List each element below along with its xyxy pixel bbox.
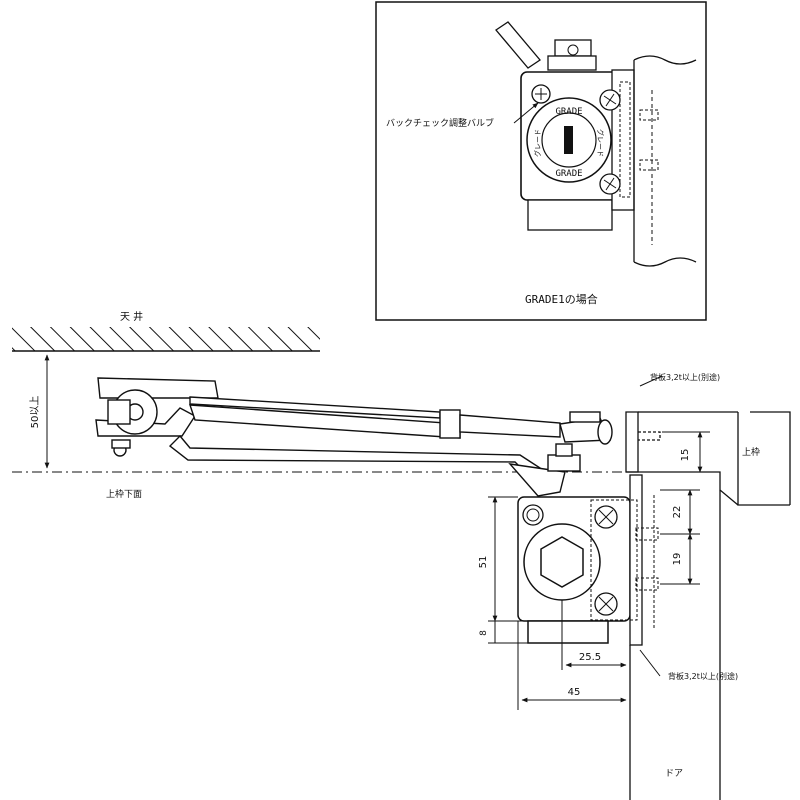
dim-25-5-45 <box>517 600 631 710</box>
dim-22: 22 <box>672 506 683 519</box>
dial-kana-left: グレード <box>533 129 542 157</box>
ceiling-label: 天 井 <box>120 310 143 323</box>
inset-frame <box>375 1 707 321</box>
arm-knuckle <box>508 463 566 497</box>
dim-15: 15 <box>662 431 710 473</box>
closer-body <box>517 496 631 644</box>
inset-nut <box>554 39 592 57</box>
ceiling: 天 井 <box>12 310 320 352</box>
inset-door-section <box>633 55 697 267</box>
inset-screw-icon <box>531 84 551 104</box>
dim-8: 8 <box>479 630 489 636</box>
dim-19: 19 <box>672 553 683 566</box>
valve-label: バックチェック調整バルブ <box>386 117 494 129</box>
main-arm-link <box>97 377 219 399</box>
plate-note-top: 背板3,2t以上(別途) <box>650 372 720 382</box>
closer-spindle-circle <box>523 523 601 601</box>
dim-25-5: 25.5 <box>579 652 601 663</box>
dim-45: 45 <box>568 687 581 698</box>
dial-grade-bottom: GRADE <box>555 169 582 179</box>
inset-screw-icon <box>599 89 621 111</box>
screw-icon <box>522 504 544 526</box>
inset-arm <box>495 21 541 69</box>
valve-leader <box>513 102 539 124</box>
dim-ceiling-clearance-text: 50以上 <box>29 396 41 429</box>
dim-22-19 <box>660 489 700 585</box>
door-label: ドア <box>665 769 683 779</box>
dial-grade-top: GRADE <box>555 107 582 117</box>
dim-51: 51 <box>478 556 489 569</box>
door <box>629 490 721 800</box>
dial-kana-right: グレード <box>596 129 605 157</box>
screw-icon <box>594 592 618 616</box>
dim-51-8 <box>488 496 528 644</box>
plate-note-bottom: 背板3,2t以上(別途) <box>668 671 738 681</box>
closer-arm <box>95 377 613 497</box>
upper-frame <box>625 411 791 506</box>
frame-bottom-label: 上枠下面 <box>106 488 142 500</box>
upper-frame-label: 上枠 <box>742 446 760 458</box>
grade-caption: GRADE1の場合 <box>525 292 598 306</box>
svg-text:15: 15 <box>680 449 691 462</box>
inset-detail: GRADE GRADE グレード グレード バックチェック調整バルブ GRADE… <box>375 1 707 321</box>
grade-dial: GRADE GRADE グレード グレード <box>526 97 612 183</box>
hex-spindle <box>540 536 584 588</box>
dim-ceiling-clearance: 50以上 <box>29 354 50 469</box>
arm-nut <box>547 454 581 472</box>
inset-screw-icon <box>599 173 621 195</box>
screw-icon <box>594 505 618 529</box>
